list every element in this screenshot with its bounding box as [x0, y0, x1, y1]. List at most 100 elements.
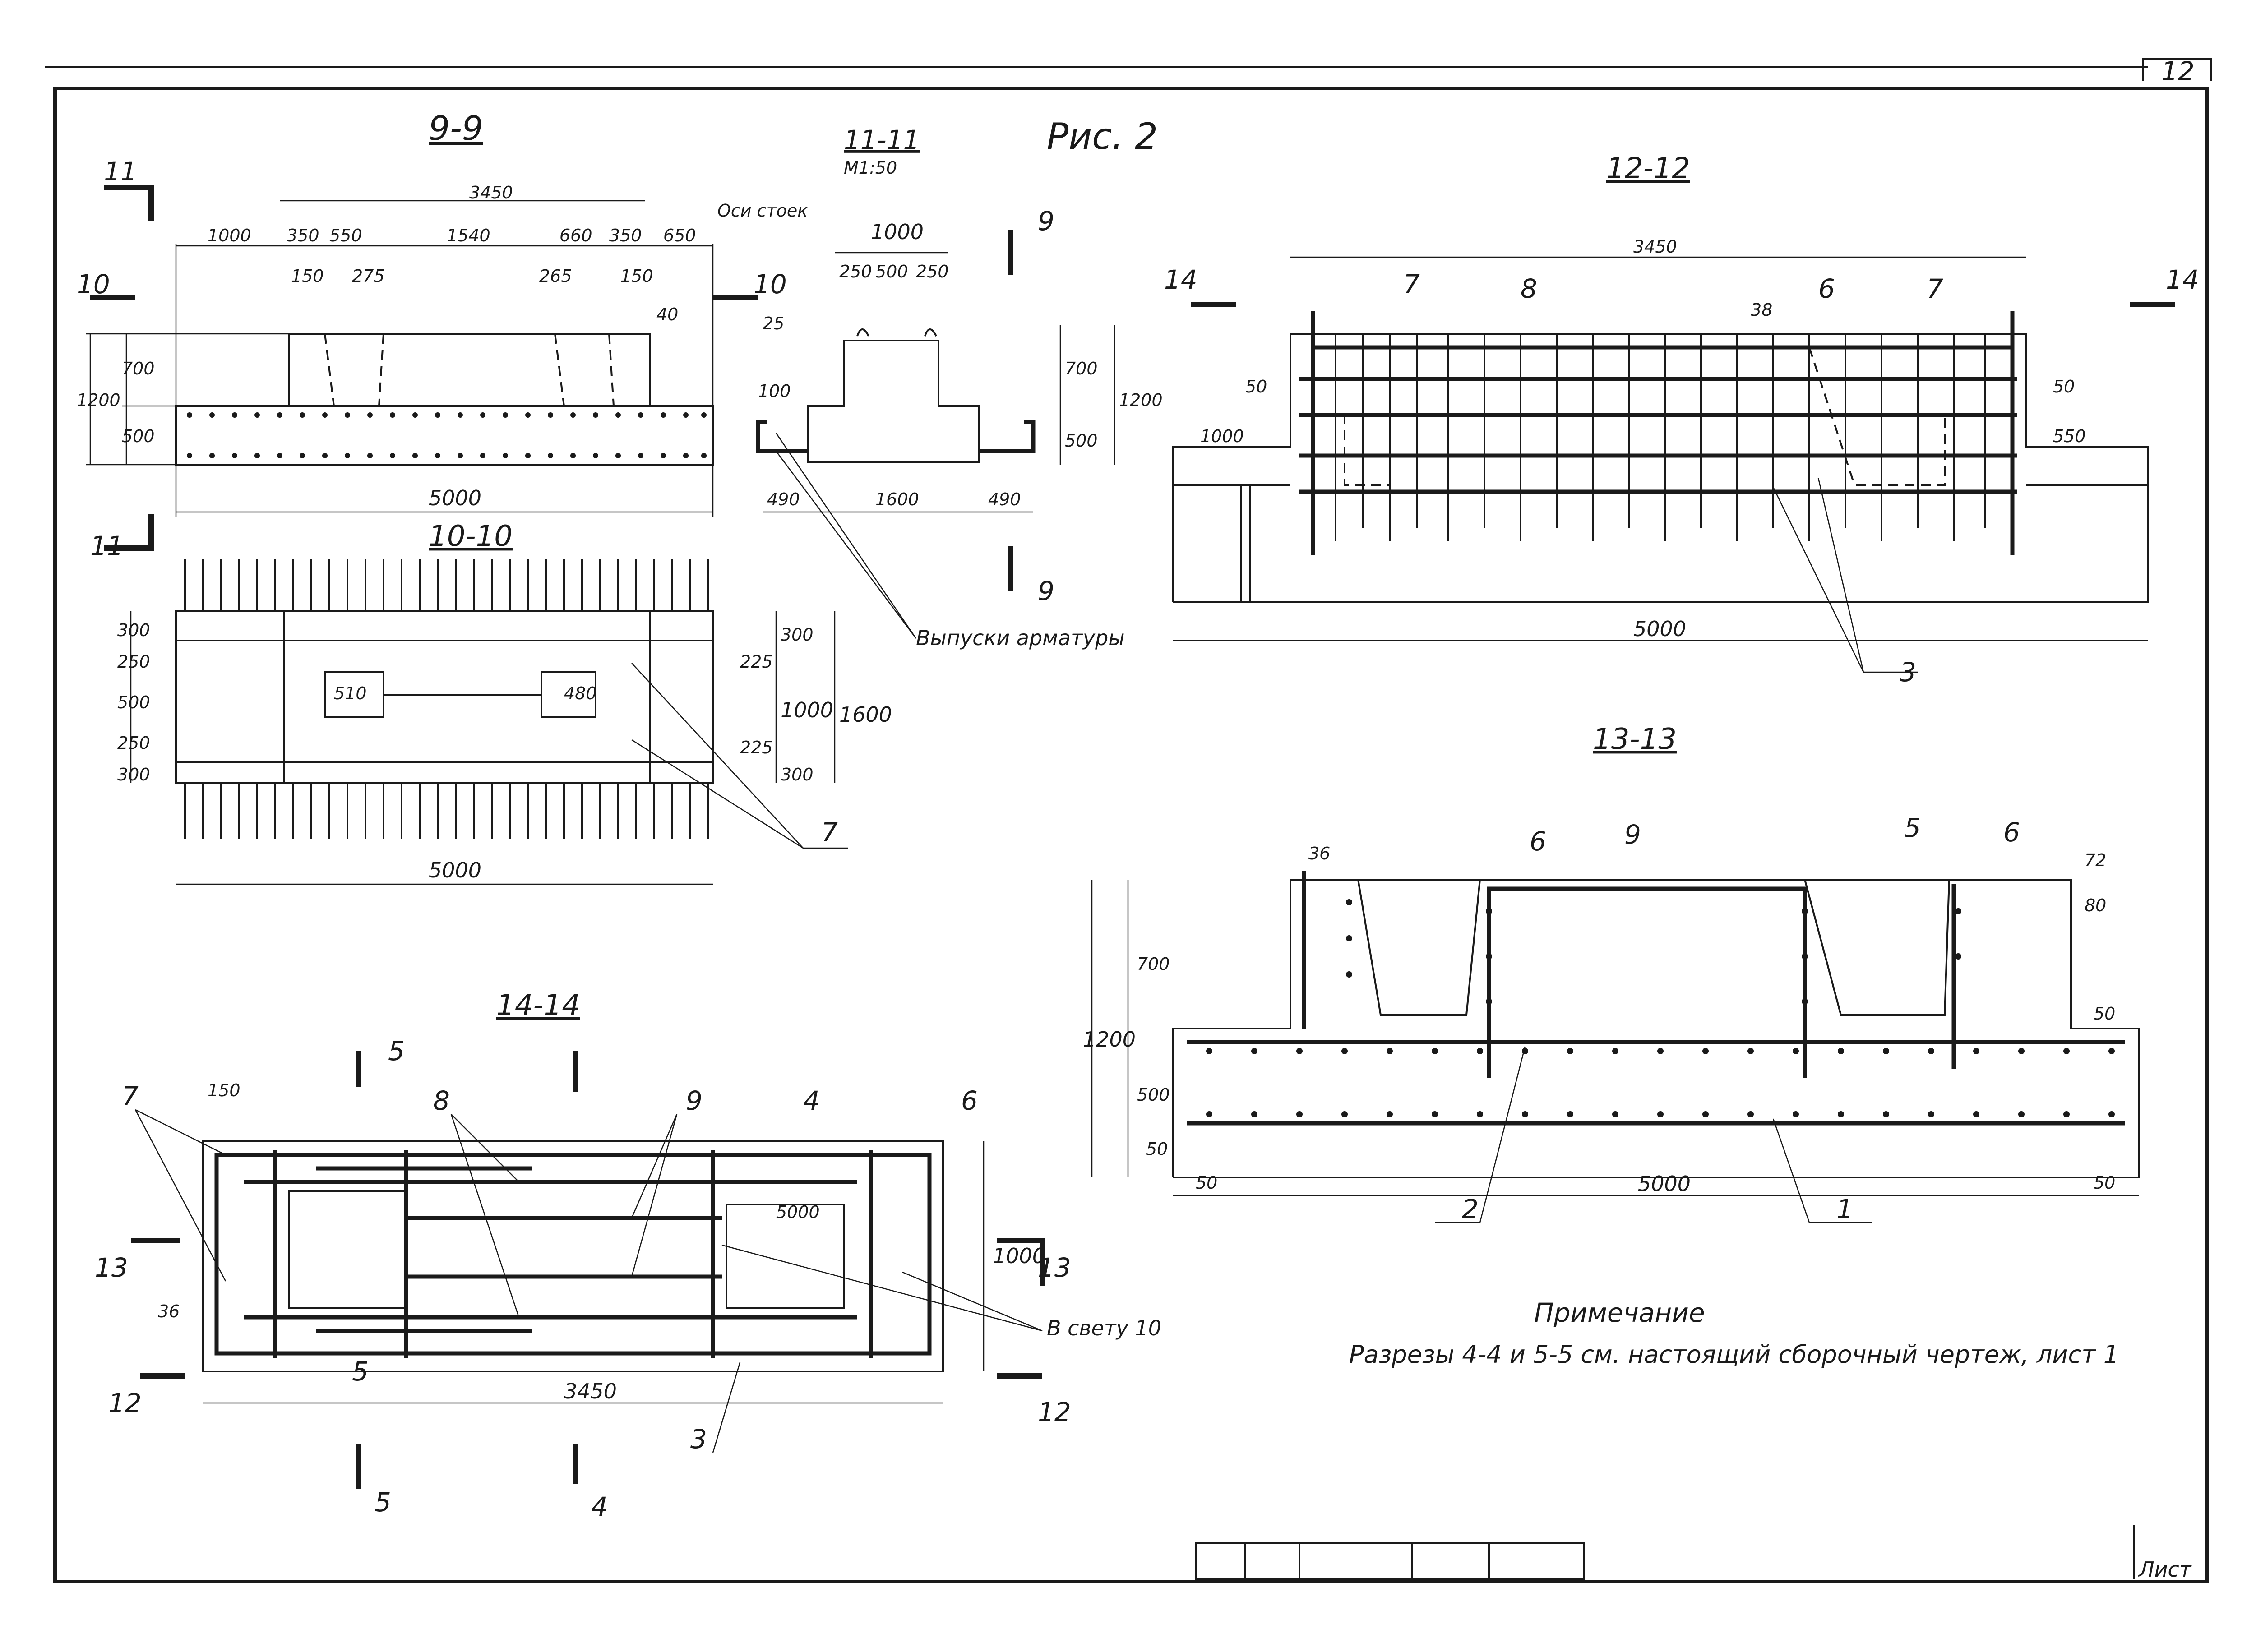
note-heading: Примечание: [1534, 1297, 1705, 1328]
vertical-bars-12-12: [1335, 334, 1986, 541]
svg-text:50: 50: [1146, 1139, 1168, 1159]
section-scale: М1:50: [844, 158, 897, 178]
svg-text:550: 550: [2053, 426, 2086, 446]
svg-text:300: 300: [781, 765, 814, 784]
svg-text:1200: 1200: [1083, 1027, 1136, 1052]
svg-text:6: 6: [1818, 273, 1835, 304]
rebar-plan-14-14: [244, 1150, 873, 1358]
svg-text:Оси стоек: Оси стоек: [717, 201, 808, 221]
svg-text:3450: 3450: [564, 1379, 617, 1403]
svg-text:7: 7: [1403, 269, 1420, 300]
callout-7: 7: [821, 817, 838, 848]
svg-text:1200: 1200: [1119, 390, 1163, 410]
note-text-wrap: Разрезы 4-4 и 5-5 см. настоящий сборочны…: [1349, 1340, 2119, 1369]
cut-mark-10: 10: [77, 269, 110, 300]
svg-text:700: 700: [1137, 954, 1170, 974]
figure-label: Рис. 2: [1047, 115, 1158, 157]
svg-text:50: 50: [1245, 377, 1267, 397]
svg-text:9: 9: [1624, 819, 1641, 850]
svg-text:36: 36: [1308, 844, 1330, 863]
section-9-9: 9-9 3450 1000 350 550 1540 660 350 650 О…: [77, 109, 808, 517]
section-title-12-12: 12-12: [1606, 152, 1690, 185]
svg-text:100: 100: [758, 381, 791, 401]
svg-text:6: 6: [961, 1085, 978, 1116]
svg-text:150: 150: [291, 266, 324, 286]
svg-text:1540: 1540: [447, 226, 490, 245]
svg-text:300: 300: [781, 625, 814, 645]
svg-text:550: 550: [329, 226, 362, 245]
svg-text:350: 350: [609, 226, 642, 245]
svg-text:1600: 1600: [839, 702, 892, 727]
section-14-14: 14-14 3450 5000 150 36 1000 В свету 10 7…: [122, 989, 1161, 1454]
svg-text:250: 250: [117, 652, 150, 672]
svg-text:5: 5: [352, 1356, 369, 1387]
section-title-9-9: 9-9: [429, 109, 483, 148]
svg-text:12: 12: [1038, 1397, 1071, 1427]
svg-text:1000: 1000: [871, 220, 924, 244]
svg-text:150: 150: [620, 266, 653, 286]
svg-text:13: 13: [1038, 1252, 1071, 1283]
svg-text:500: 500: [1137, 1085, 1170, 1105]
svg-text:25: 25: [763, 314, 784, 333]
cut-marks: 11 11 10 10 9 9 14 14 13 13 12 12 5 5 4: [77, 156, 2199, 1522]
svg-text:36: 36: [158, 1301, 180, 1321]
svg-text:5: 5: [1904, 812, 1921, 843]
svg-text:14: 14: [2166, 264, 2199, 295]
svg-text:1000: 1000: [993, 1244, 1045, 1268]
svg-text:5000: 5000: [776, 1202, 820, 1222]
svg-text:1000: 1000: [208, 226, 251, 245]
section-10-10: 10-10 5000 510 480 300 250 500 250 300 2…: [117, 520, 892, 885]
svg-text:72: 72: [2085, 850, 2106, 870]
sheet-label: Лист: [2138, 1557, 2192, 1582]
svg-text:1200: 1200: [77, 390, 120, 410]
svg-text:10: 10: [754, 269, 787, 300]
svg-text:150: 150: [208, 1080, 240, 1100]
svg-text:225: 225: [740, 738, 773, 757]
svg-text:1600: 1600: [875, 489, 919, 509]
svg-text:660: 660: [559, 226, 592, 245]
svg-text:650: 650: [663, 226, 696, 245]
svg-text:4: 4: [803, 1085, 820, 1116]
svg-text:350: 350: [287, 226, 319, 245]
cut-mark-14: 14: [1164, 264, 1197, 295]
svg-text:9: 9: [686, 1085, 703, 1116]
rebar-outlets-bottom: [184, 783, 709, 839]
section-title-11-11: 11-11: [844, 125, 920, 155]
svg-text:500: 500: [1065, 431, 1098, 451]
svg-text:5000: 5000: [429, 486, 481, 510]
cut-mark-4: 4: [591, 1491, 608, 1522]
cut-mark-12: 12: [108, 1388, 142, 1418]
section-title-13-13: 13-13: [1593, 723, 1677, 756]
page-number: 12: [2161, 56, 2195, 87]
svg-text:40: 40: [656, 305, 678, 324]
svg-text:265: 265: [539, 266, 572, 286]
svg-text:275: 275: [352, 266, 385, 286]
svg-text:3450: 3450: [469, 183, 513, 203]
svg-text:480: 480: [564, 683, 597, 703]
rebar-outlets-label: Выпуски арматуры: [916, 626, 1125, 650]
rebar-dots-13-13: [1206, 899, 2115, 1117]
svg-text:250: 250: [839, 262, 872, 281]
svg-text:300: 300: [117, 765, 150, 784]
svg-text:5000: 5000: [1633, 617, 1686, 641]
section-13-13: 13-13 5000 50 50 50 50 36 72 80 1200 700…: [1083, 723, 2140, 1224]
svg-text:500: 500: [875, 262, 908, 281]
svg-text:250: 250: [916, 262, 949, 281]
clear-span-label: В свету 10: [1047, 1316, 1161, 1340]
note-block: Примечание Разрезы 4-4 и 5-5 см. настоящ…: [1349, 1297, 2119, 1369]
svg-text:250: 250: [117, 733, 150, 753]
cut-mark-13: 13: [95, 1252, 128, 1283]
svg-text:500: 500: [122, 426, 155, 446]
svg-text:1000: 1000: [781, 698, 833, 722]
svg-text:490: 490: [988, 489, 1021, 509]
section-title-14-14: 14-14: [496, 989, 580, 1022]
svg-text:80: 80: [2085, 895, 2106, 915]
note-text: Разрезы 4-4 и 5-5 см. настоящий сборочны…: [1349, 1340, 2119, 1369]
cut-mark-5: 5: [388, 1036, 405, 1066]
svg-text:510: 510: [334, 683, 367, 703]
section-title-10-10: 10-10: [429, 520, 513, 553]
callout-1: 1: [1836, 1194, 1853, 1224]
svg-text:8: 8: [433, 1085, 450, 1116]
svg-text:225: 225: [740, 652, 773, 672]
